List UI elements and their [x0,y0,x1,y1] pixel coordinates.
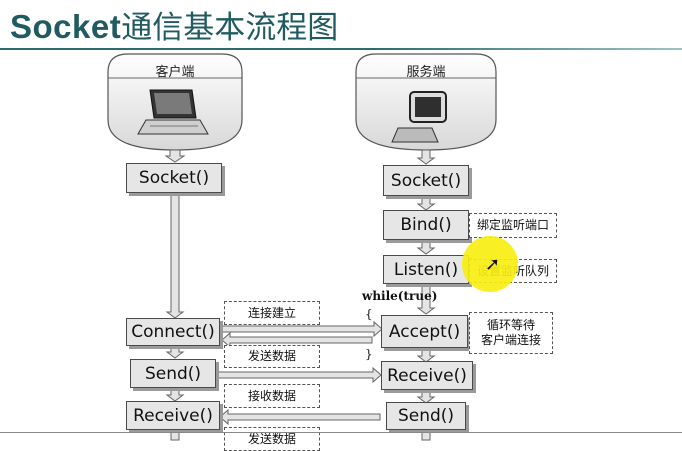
arrow-c2 [165,345,185,359]
title-socket: Socket [10,8,122,45]
note-bind: 绑定监听端口 [469,213,557,238]
server-caption: 服务端 [406,65,446,80]
desktop-icon [391,91,447,143]
arrow-s3 [416,283,436,315]
server-listen-box: Listen() [383,255,469,284]
arrow-send-receive-back [219,408,381,426]
note-send-1: 发送数据 [224,345,320,368]
title-rule [0,48,682,50]
cursor-arrow-icon: ➚ [485,254,501,274]
arrow-accept-connect [221,331,373,349]
client-send-box: Send() [130,359,216,388]
note-accept: 循环等待 客户端连接 [469,312,553,354]
arrow-c0 [164,149,186,163]
arrow-s0 [416,149,436,165]
page-title: Socket通信基本流程图 [10,2,338,47]
note-receive: 接收数据 [224,384,320,408]
arrow-connect-accept [219,320,383,338]
client-connect-box: Connect() [126,318,220,346]
client-receive-box: Receive() [126,401,220,430]
arrow-s5 [416,389,436,404]
arrow-s1 [416,195,436,211]
note-accept-line1: 循环等待 [486,318,535,332]
server-receive-box: Receive() [381,361,473,390]
arrow-c3 [165,387,185,402]
loop-close-brace: } [365,347,373,361]
title-chinese: 通信基本流程图 [121,10,339,46]
server-bind-box: Bind() [383,210,469,240]
arrow-s2 [416,239,436,255]
note-send-2: 发送数据 [224,427,320,451]
arrow-send-receive [216,366,382,384]
loop-open-brace: { [365,307,373,321]
arrow-c1 [165,192,185,319]
client-caption: 客户端 [155,65,195,80]
note-connect: 连接建立 [224,301,320,325]
note-accept-line2: 客户端连接 [480,333,541,347]
bottom-rule [0,432,682,433]
server-send-box: Send() [386,402,466,430]
while-true-label: while(true) [362,289,438,303]
client-socket-box: Socket() [126,163,222,193]
arrow-s4 [416,347,436,363]
server-accept-box: Accept() [381,315,468,348]
laptop-icon [137,89,209,135]
server-socket-box: Socket() [383,165,469,196]
cursor-highlight [462,236,518,292]
